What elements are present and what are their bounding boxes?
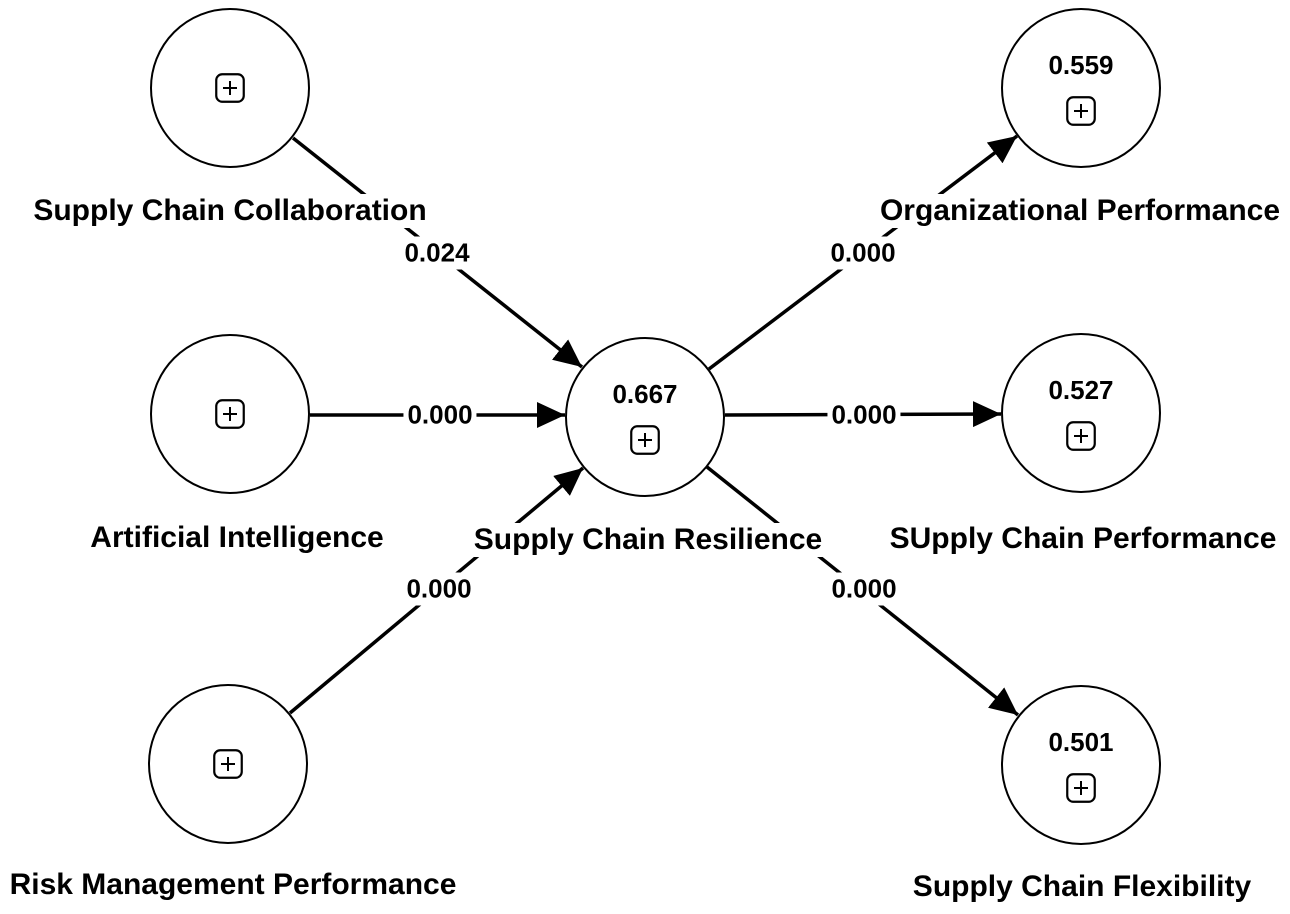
expand-icon[interactable] (1066, 773, 1096, 803)
expand-icon[interactable] (1066, 421, 1096, 451)
path-coefficient-resilience-flexibility[interactable]: 0.000 (827, 572, 901, 606)
expand-icon[interactable] (215, 73, 245, 103)
label-risk-management-performance: Risk Management Performance (7, 868, 459, 902)
expand-icon[interactable] (213, 749, 243, 779)
node-supply-chain-performance[interactable]: 0.527 (1001, 333, 1161, 493)
node-organizational-performance[interactable]: 0.559 (1001, 8, 1161, 168)
expand-icon[interactable] (215, 399, 245, 429)
r-squared-value: 0.527 (1048, 375, 1114, 405)
node-supply-chain-collaboration[interactable] (150, 8, 310, 168)
r-squared-value: 0.559 (1048, 50, 1114, 80)
path-coefficient-ai-resilience[interactable]: 0.000 (403, 398, 477, 432)
node-supply-chain-resilience[interactable]: 0.667 (565, 337, 725, 497)
label-supply-chain-resilience: Supply Chain Resilience (471, 523, 825, 557)
r-squared-value: 0.667 (612, 379, 678, 409)
path-coefficient-collaboration-resilience[interactable]: 0.024 (400, 236, 474, 270)
label-supply-chain-collaboration: Supply Chain Collaboration (31, 194, 429, 228)
label-supply-chain-flexibility: Supply Chain Flexibility (910, 870, 1254, 904)
node-supply-chain-flexibility[interactable]: 0.501 (1001, 685, 1161, 845)
node-artificial-intelligence[interactable] (150, 334, 310, 494)
label-supply-chain-performance: SUpply Chain Performance (887, 522, 1279, 556)
label-artificial-intelligence: Artificial Intelligence (88, 521, 386, 555)
node-risk-management-performance[interactable] (148, 684, 308, 844)
label-organizational-performance: Organizational Performance (877, 194, 1283, 228)
path-coefficient-resilience-organizational[interactable]: 0.000 (826, 236, 900, 270)
r-squared-value: 0.501 (1048, 727, 1114, 757)
expand-icon[interactable] (1066, 96, 1096, 126)
path-coefficient-riskmgmt-resilience[interactable]: 0.000 (402, 572, 476, 606)
path-coefficient-resilience-scperformance[interactable]: 0.000 (827, 398, 901, 432)
expand-icon[interactable] (630, 425, 660, 455)
